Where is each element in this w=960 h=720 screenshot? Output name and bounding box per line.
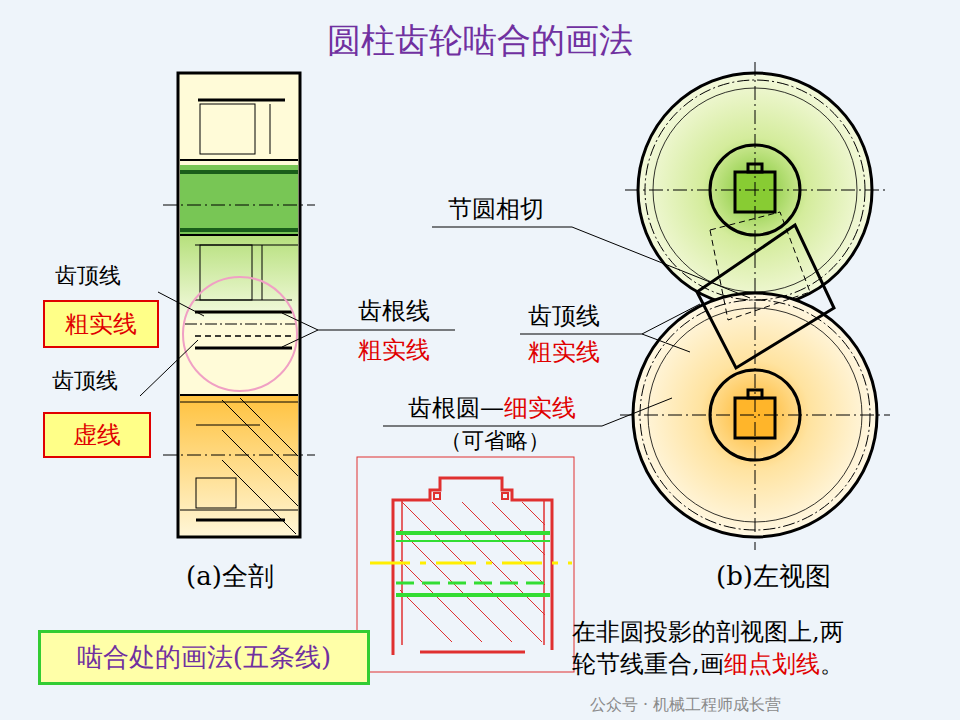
label: （可省略） [440,428,550,454]
callout-box: 虚线 [43,412,151,458]
label: 齿根圆— [408,394,504,422]
label: 节圆相切 [448,195,544,224]
callout-box: 粗实线 [43,300,159,348]
note-text: 在非圆投影的剖视图上,两轮节线重合,画细点划线。 [572,616,860,681]
label: (a)全剖 [186,561,274,592]
label: 粗实线 [358,336,430,365]
node-text: 虚线 [73,421,121,450]
label: 公众号 · 机械工程师成长营 [590,695,781,714]
label: 齿顶线 [55,263,121,289]
label: 粗实线 [528,338,600,367]
note-line: 齿根圆—细实线 [408,392,576,424]
node-text: 啮合处的画法(五条线) [77,642,331,673]
label: (b)左视图 [716,561,831,592]
note-box: 啮合处的画法(五条线) [38,630,370,685]
label: 细实线 [504,394,576,422]
node-text: 粗实线 [65,310,137,339]
title: 圆柱齿轮啮合的画法 [0,20,960,61]
label: 细点划线 [724,650,820,678]
label: 齿顶线 [52,368,118,394]
label: 。 [820,650,844,678]
label: 齿顶线 [528,302,600,331]
label: 齿根线 [358,297,430,326]
